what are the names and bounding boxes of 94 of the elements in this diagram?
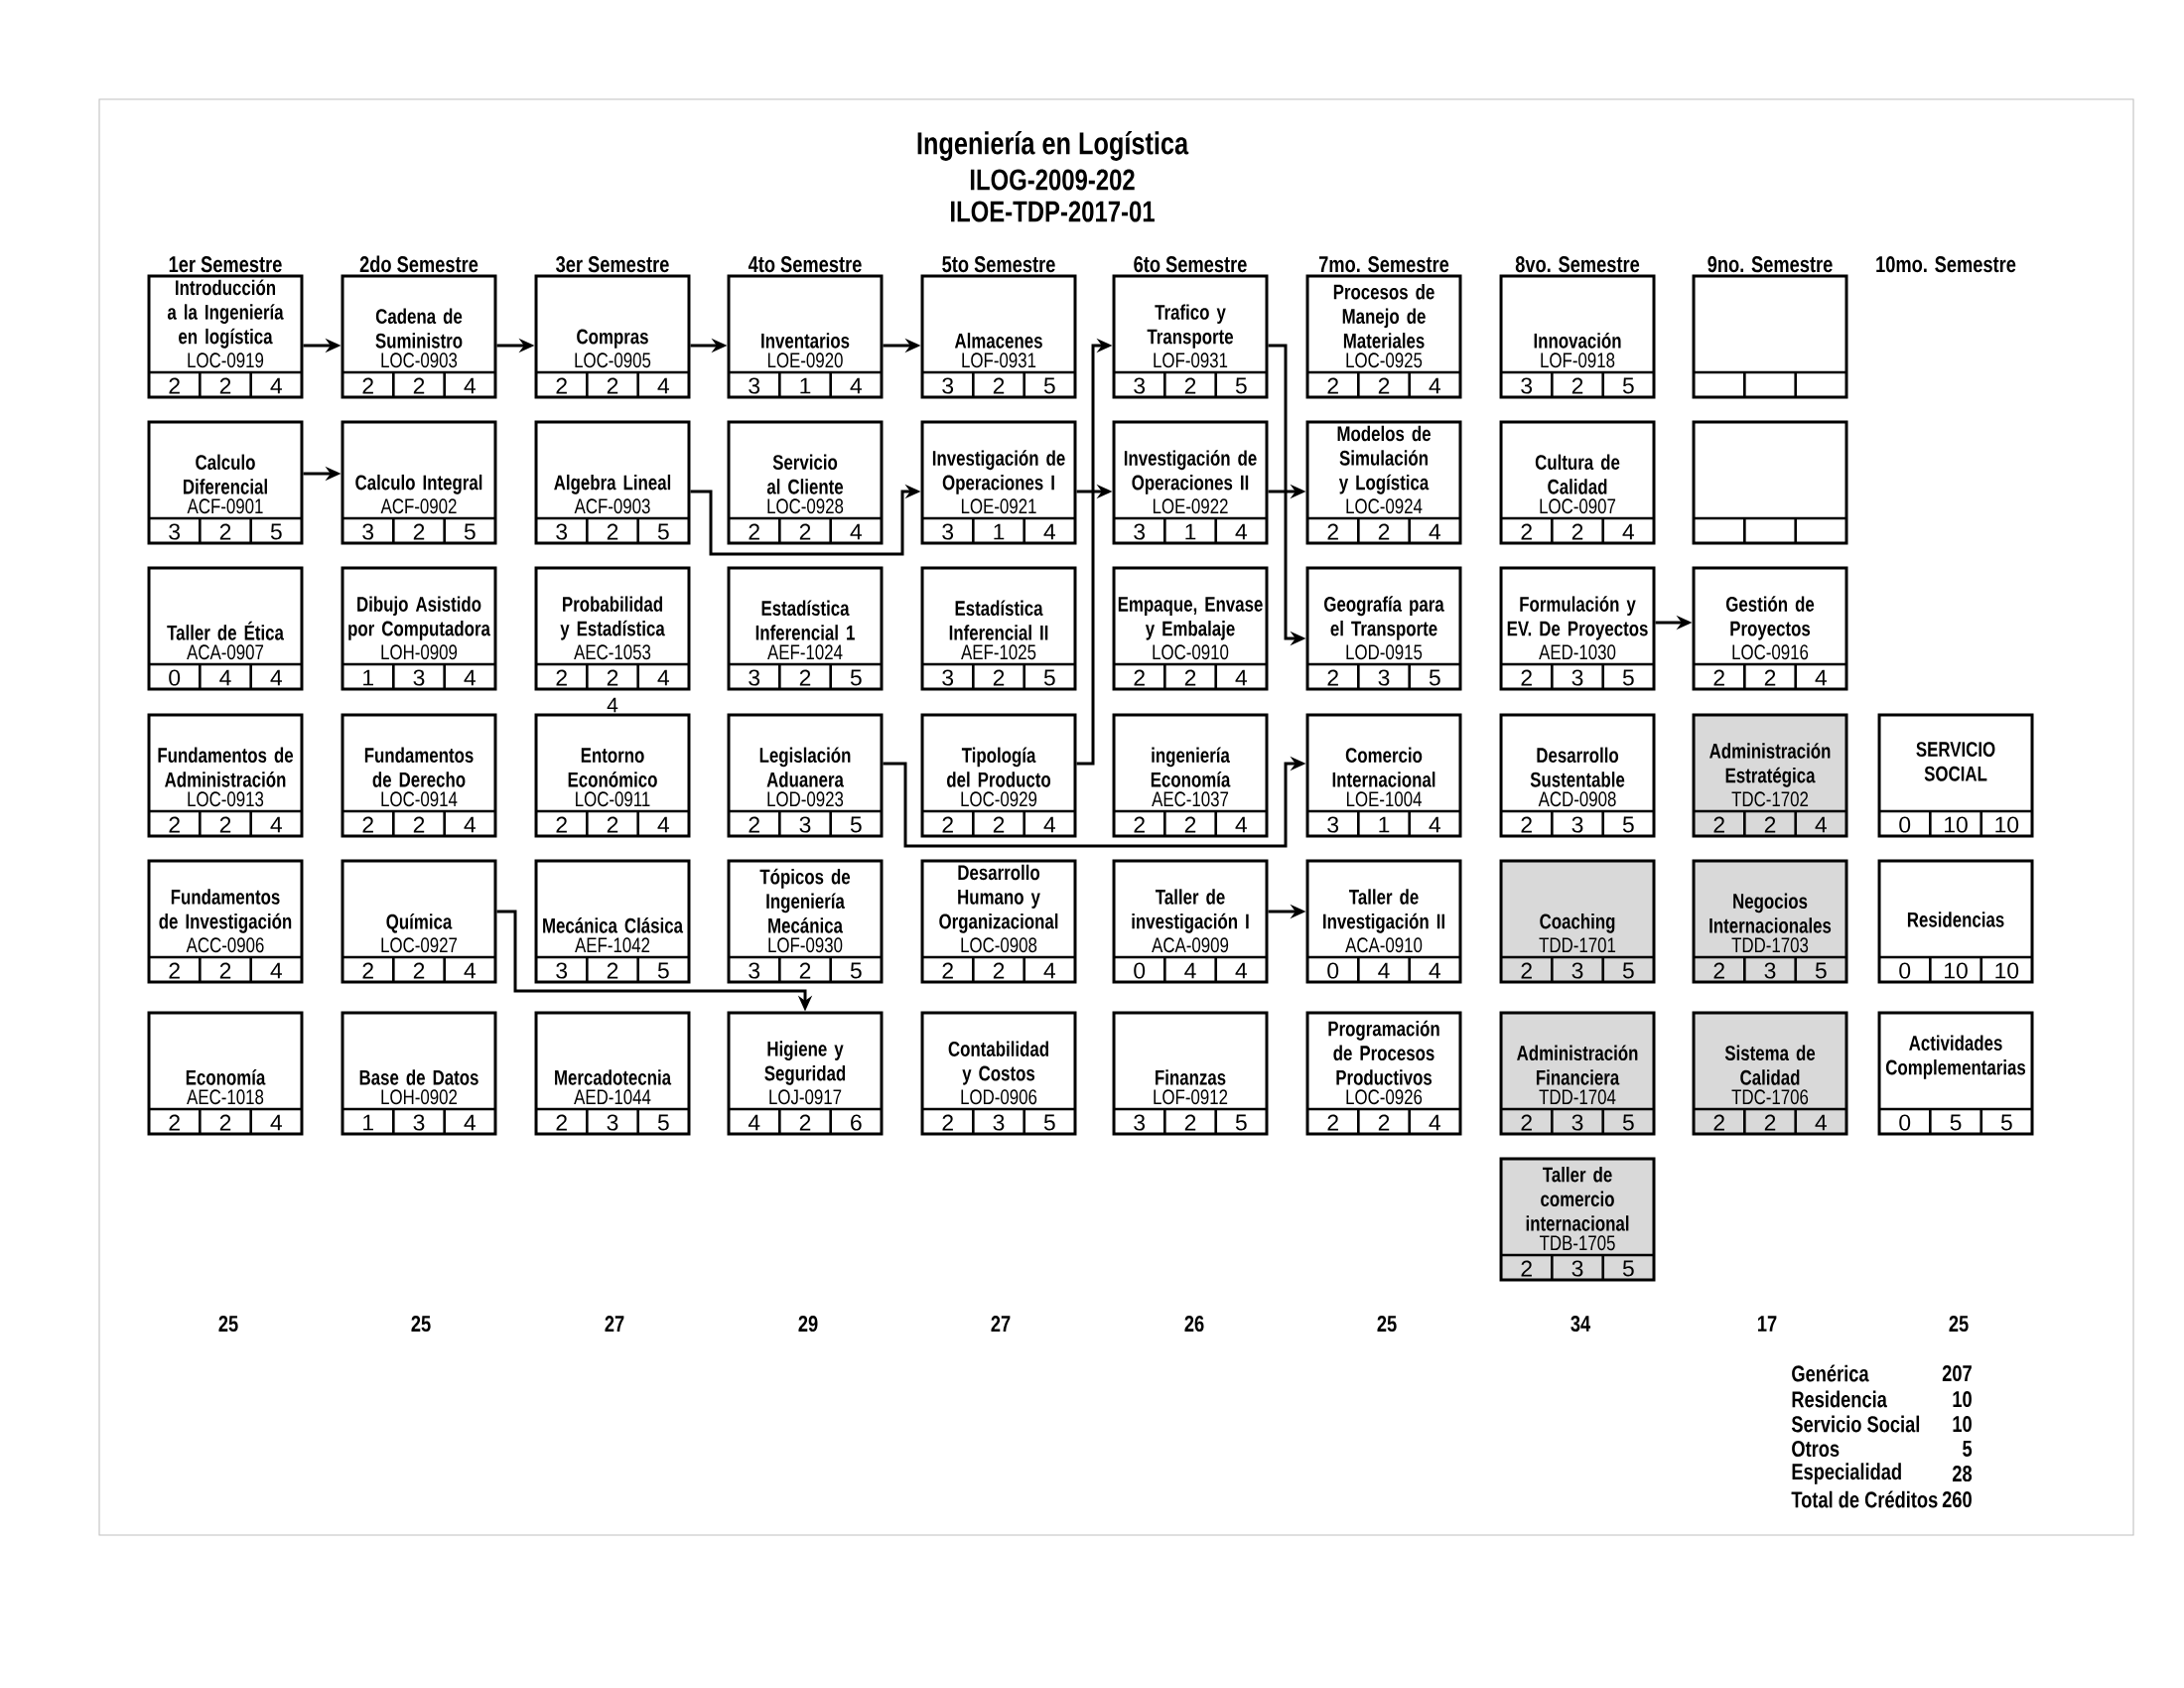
course-box: Fundamentos de Investigación ACC-0906 2 2 4 — [147, 859, 304, 984]
course-box: Residencias 0 10 10 — [1877, 859, 2034, 984]
semester-header: 3er Semestre — [556, 256, 669, 273]
course-box: Química LOC-0927 2 2 4 — [341, 859, 497, 984]
total-credits: 27 — [991, 1316, 1011, 1332]
course-box: Almacenes LOF-0931 3 2 5 — [920, 274, 1077, 399]
semester-header: 7mo. Semestre — [1318, 256, 1449, 273]
semester-header: 10mo. Semestre — [1876, 256, 2016, 273]
course-box: Estadística Inferencial 1 AEF-1024 3 2 5 — [727, 566, 884, 691]
course-box: Coaching TDD-1701 2 3 5 — [1499, 859, 1656, 984]
course-box: Gestión de Proyectos LOC-0916 2 2 4 — [1692, 566, 1848, 691]
course-box: Dibujo Asistido por Computadora LOH-0909 1 3 4 — [341, 566, 497, 691]
course-box: Taller de investigación I ACA-0909 0 4 4 — [1112, 859, 1269, 984]
summary-value: 207 — [1942, 1364, 1972, 1382]
course-box: Administración Estratégica TDC-1702 2 2 4 — [1692, 713, 1848, 838]
course-box: Trafico y Transporte LOF-0931 3 2 5 — [1112, 274, 1269, 399]
course-box: Contabilidad y Costos LOD-0906 2 3 5 — [920, 1011, 1077, 1136]
summary-value: 10 — [1953, 1390, 1972, 1408]
course-box: Taller de Investigación II ACA-0910 0 4 4 — [1305, 859, 1462, 984]
course-box: Tipología del Producto LOC-0929 2 2 4 — [920, 713, 1077, 838]
course-box: Algebra Lineal ACF-0903 3 2 5 — [534, 420, 691, 545]
summary-value: 10 — [1953, 1415, 1972, 1433]
course-box: Empaque, Envase y Embalaje LOC-0910 2 2 4 — [1112, 566, 1269, 691]
course-box: Innovación LOF-0918 3 2 5 — [1499, 274, 1656, 399]
course-box: Modelos de Simulación y Logística LOC-0924 2 2 4 — [1305, 420, 1462, 545]
course-box: ingeniería Economía AEC-1037 2 2 4 — [1112, 713, 1269, 838]
summary-value: 28 — [1953, 1465, 1973, 1482]
summary-label: Otros — [1792, 1440, 1840, 1458]
course-box: Cultura de Calidad LOC-0907 2 2 4 — [1499, 420, 1656, 545]
total-credits: 17 — [1758, 1316, 1777, 1332]
total-credits: 25 — [218, 1315, 238, 1333]
semester-header: 2do Semestre — [359, 255, 478, 273]
course-box: Base de Datos LOH-0902 1 3 4 — [341, 1011, 497, 1136]
course-box: Negocios Internacionales TDD-1703 2 3 5 — [1692, 859, 1848, 984]
course-box: Fundamentos de Administración LOC-0913 2 2 4 — [147, 713, 304, 838]
course-box: Introducción a la Ingeniería en logística LOC-0919 2 2 4 — [147, 274, 304, 399]
course-box: Cadena de Suministro LOC-0903 2 2 4 — [341, 274, 497, 399]
course-box: Desarrollo Sustentable ACD-0908 2 3 5 — [1499, 713, 1656, 838]
total-credits: 27 — [605, 1316, 624, 1332]
summary-label: Genérica — [1792, 1364, 1869, 1382]
semester-header: 5to Semestre — [942, 256, 1055, 273]
course-box: Comercio Internacional LOE-1004 3 1 4 — [1305, 713, 1462, 838]
total-credits: 29 — [798, 1315, 818, 1333]
total-credits: 25 — [1949, 1315, 1969, 1333]
subtitle: ILOG-2009-202 — [970, 169, 1135, 191]
course-box: Economía AEC-1018 2 2 4 — [147, 1011, 304, 1136]
title: Ingeniería en Logística — [917, 131, 1189, 161]
course-box: Geografía para el Transporte LOD-0915 2 3 5 — [1305, 566, 1462, 691]
course-box: Investigación de Operaciones I LOE-0921 3 1 4 — [920, 420, 1077, 545]
summary-label: Residencia — [1792, 1390, 1887, 1408]
total-credits: 25 — [411, 1315, 431, 1333]
course-box: Procesos de Manejo de Materiales LOC-0925 2 2 4 — [1305, 274, 1462, 399]
course-box: Programación de Procesos Productivos LOC-0926 2 2 4 — [1305, 1011, 1462, 1136]
summary-label: Especialidad — [1792, 1463, 1901, 1484]
summary-label: Total de Créditos — [1791, 1490, 1938, 1508]
course-box: Taller de Ética ACA-0907 0 4 4 — [147, 566, 304, 691]
course-box: Calculo Diferencial ACF-0901 3 2 5 — [147, 420, 304, 545]
course-box: Finanzas LOF-0912 3 2 5 — [1112, 1011, 1269, 1136]
course-box: Formulación y EV. De Proyectos AED-1030 2 3 5 — [1499, 566, 1656, 691]
summary-label: Servicio Social — [1791, 1415, 1920, 1433]
semester-header: 9no. Semestre — [1707, 256, 1833, 273]
note-number: 4 — [607, 697, 618, 713]
course-box: Higiene y Seguridad LOJ-0917 4 2 6 — [727, 1011, 884, 1136]
course-box: Probabilidad y Estadística AEC-1053 2 2 4 — [534, 566, 691, 691]
course-box: Estadística Inferencial II AEF-1025 3 2 5 — [920, 566, 1077, 691]
total-credits: 25 — [1377, 1315, 1397, 1333]
course-box: Mercadotecnia AED-1044 2 3 5 — [534, 1011, 691, 1136]
course-box: Investigación de Operaciones II LOE-0922 3 1 4 — [1112, 420, 1269, 545]
semester-header: 8vo. Semestre — [1515, 256, 1640, 273]
course-box: Taller de comercio internacional TDB-1705 2 3 5 — [1499, 1157, 1656, 1282]
course-box: Inventarios LOE-0920 3 1 4 — [727, 274, 884, 399]
course-box: Mecánica Clásica AEF-1042 3 2 5 — [534, 859, 691, 984]
total-credits: 26 — [1184, 1315, 1204, 1333]
semester-header: 6to Semestre — [1134, 256, 1247, 273]
course-box: Desarrollo Humano y Organizacional LOC-0908 2 2 4 — [920, 859, 1077, 984]
course-box: Legislación Aduanera LOD-0923 2 3 5 — [727, 713, 884, 838]
course-box: Entorno Económico LOC-0911 2 2 4 — [534, 713, 691, 838]
course-box: SERVICIO SOCIAL 0 10 10 — [1877, 713, 2034, 838]
semester-header: 4to Semestre — [748, 256, 862, 273]
summary-value: 260 — [1942, 1490, 1972, 1508]
subtitle: ILOE-TDP-2017-01 — [951, 201, 1155, 222]
empty-course-box — [1692, 274, 1848, 399]
summary-value: 5 — [1963, 1441, 1973, 1457]
total-credits: 34 — [1570, 1315, 1591, 1333]
course-box: Fundamentos de Derecho LOC-0914 2 2 4 — [341, 713, 497, 838]
course-box: Calculo Integral ACF-0902 3 2 5 — [341, 420, 497, 545]
course-box: Actividades Complementarias 0 5 5 — [1877, 1011, 2034, 1136]
semester-header: 1er Semestre — [169, 256, 282, 273]
course-box: Compras LOC-0905 2 2 4 — [534, 274, 691, 399]
course-box: Servicio al Cliente LOC-0928 2 2 4 — [727, 420, 884, 545]
empty-course-box — [1692, 420, 1848, 545]
course-box: Administración Financiera TDD-1704 2 3 5 — [1499, 1011, 1656, 1136]
course-box: Tópicos de Ingeniería Mecánica LOF-0930 3 2 5 — [727, 859, 884, 984]
course-box: Sistema de Calidad TDC-1706 2 2 4 — [1692, 1011, 1848, 1136]
